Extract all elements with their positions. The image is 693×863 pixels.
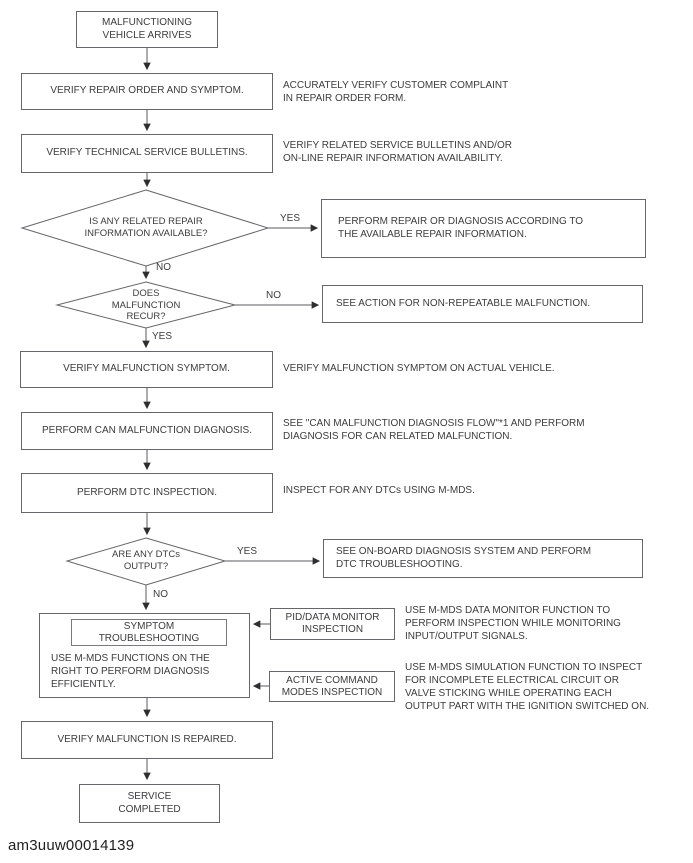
- node-verify-repaired: VERIFY MALFUNCTION IS REPAIRED.: [21, 721, 273, 759]
- branch-label-no-repair-info: NO: [156, 262, 171, 273]
- decision-malfunction-recur-label: DOES MALFUNCTION RECUR?: [111, 288, 181, 322]
- figure-code: am3uuw00014139: [8, 837, 135, 854]
- branch-label-yes-dtcs: YES: [237, 546, 258, 557]
- node-pid-monitor: PID/DATA MONITOR INSPECTION: [270, 608, 395, 640]
- note-pid: USE M-MDS DATA MONITOR FUNCTION TO PERFO…: [405, 605, 621, 642]
- decision-repair-info-label: IS ANY RELATED REPAIR INFORMATION AVAILA…: [84, 216, 208, 239]
- note-can: SEE "CAN MALFUNCTION DIAGNOSIS FLOW"*1 A…: [283, 418, 585, 442]
- node-service-completed: SERVICE COMPLETED: [79, 784, 220, 823]
- note-tsb: VERIFY RELATED SERVICE BULLETINS AND/OR …: [283, 140, 512, 164]
- node-perform-repair: PERFORM REPAIR OR DIAGNOSIS ACCORDING TO…: [321, 199, 646, 258]
- node-active-command: ACTIVE COMMAND MODES INSPECTION: [269, 671, 395, 702]
- node-obd-troubleshooting: SEE ON-BOARD DIAGNOSIS SYSTEM AND PERFOR…: [323, 539, 643, 578]
- note-active: USE M-MDS SIMULATION FUNCTION TO INSPECT…: [405, 662, 650, 712]
- symptom-troubleshooting-body: USE M-MDS FUNCTIONS ON THE RIGHT TO PERF…: [51, 653, 210, 690]
- node-dtc-inspection: PERFORM DTC INSPECTION.: [21, 473, 273, 513]
- node-verify-symptom: VERIFY MALFUNCTION SYMPTOM.: [20, 351, 273, 388]
- node-verify-repair-order: VERIFY REPAIR ORDER AND SYMPTOM.: [21, 73, 273, 110]
- node-can-diagnosis: PERFORM CAN MALFUNCTION DIAGNOSIS.: [21, 412, 273, 450]
- branch-label-yes-recur: YES: [152, 331, 173, 342]
- note-symptom: VERIFY MALFUNCTION SYMPTOM ON ACTUAL VEH…: [283, 363, 555, 374]
- branch-label-yes-repair-info: YES: [280, 213, 301, 224]
- decision-dtcs-output-label: ARE ANY DTCs OUTPUT?: [112, 549, 180, 572]
- branch-label-no-dtcs: NO: [153, 589, 168, 600]
- node-non-repeatable: SEE ACTION FOR NON-REPEATABLE MALFUNCTIO…: [322, 285, 643, 323]
- branch-label-no-recur: NO: [266, 290, 281, 301]
- note-repair-order: ACCURATELY VERIFY CUSTOMER COMPLAINT IN …: [283, 80, 509, 104]
- symptom-troubleshooting-title: SYMPTOM TROUBLESHOOTING: [71, 619, 227, 646]
- note-dtc: INSPECT FOR ANY DTCs USING M-MDS.: [283, 485, 475, 496]
- node-start: MALFUNCTIONING VEHICLE ARRIVES: [76, 11, 218, 48]
- node-verify-tsb: VERIFY TECHNICAL SERVICE BULLETINS.: [21, 134, 273, 173]
